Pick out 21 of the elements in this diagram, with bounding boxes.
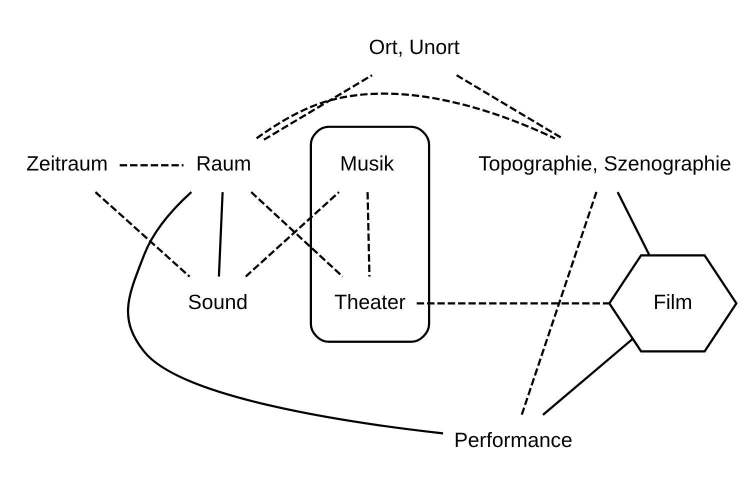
connector	[256, 92, 556, 140]
connector	[366, 192, 371, 277]
connector	[120, 164, 184, 166]
connector	[218, 192, 224, 277]
connector	[520, 192, 598, 416]
node-text: Musik	[340, 152, 394, 176]
connector	[127, 191, 444, 434]
connector	[456, 74, 564, 140]
connector	[416, 302, 610, 304]
connector	[94, 191, 190, 278]
node-text: Performance	[454, 428, 572, 452]
connector	[542, 338, 634, 416]
node-text: Zeitraum	[26, 152, 108, 176]
cluster	[310, 126, 430, 343]
node-text: Sound	[188, 290, 248, 314]
node-text: Theater	[334, 290, 406, 314]
connector	[263, 74, 373, 141]
node-text: Topographie, Szenographie	[478, 152, 732, 176]
node-text: Ort, Unort	[368, 36, 460, 59]
node-text: Raum	[196, 152, 252, 176]
connector	[616, 192, 650, 256]
